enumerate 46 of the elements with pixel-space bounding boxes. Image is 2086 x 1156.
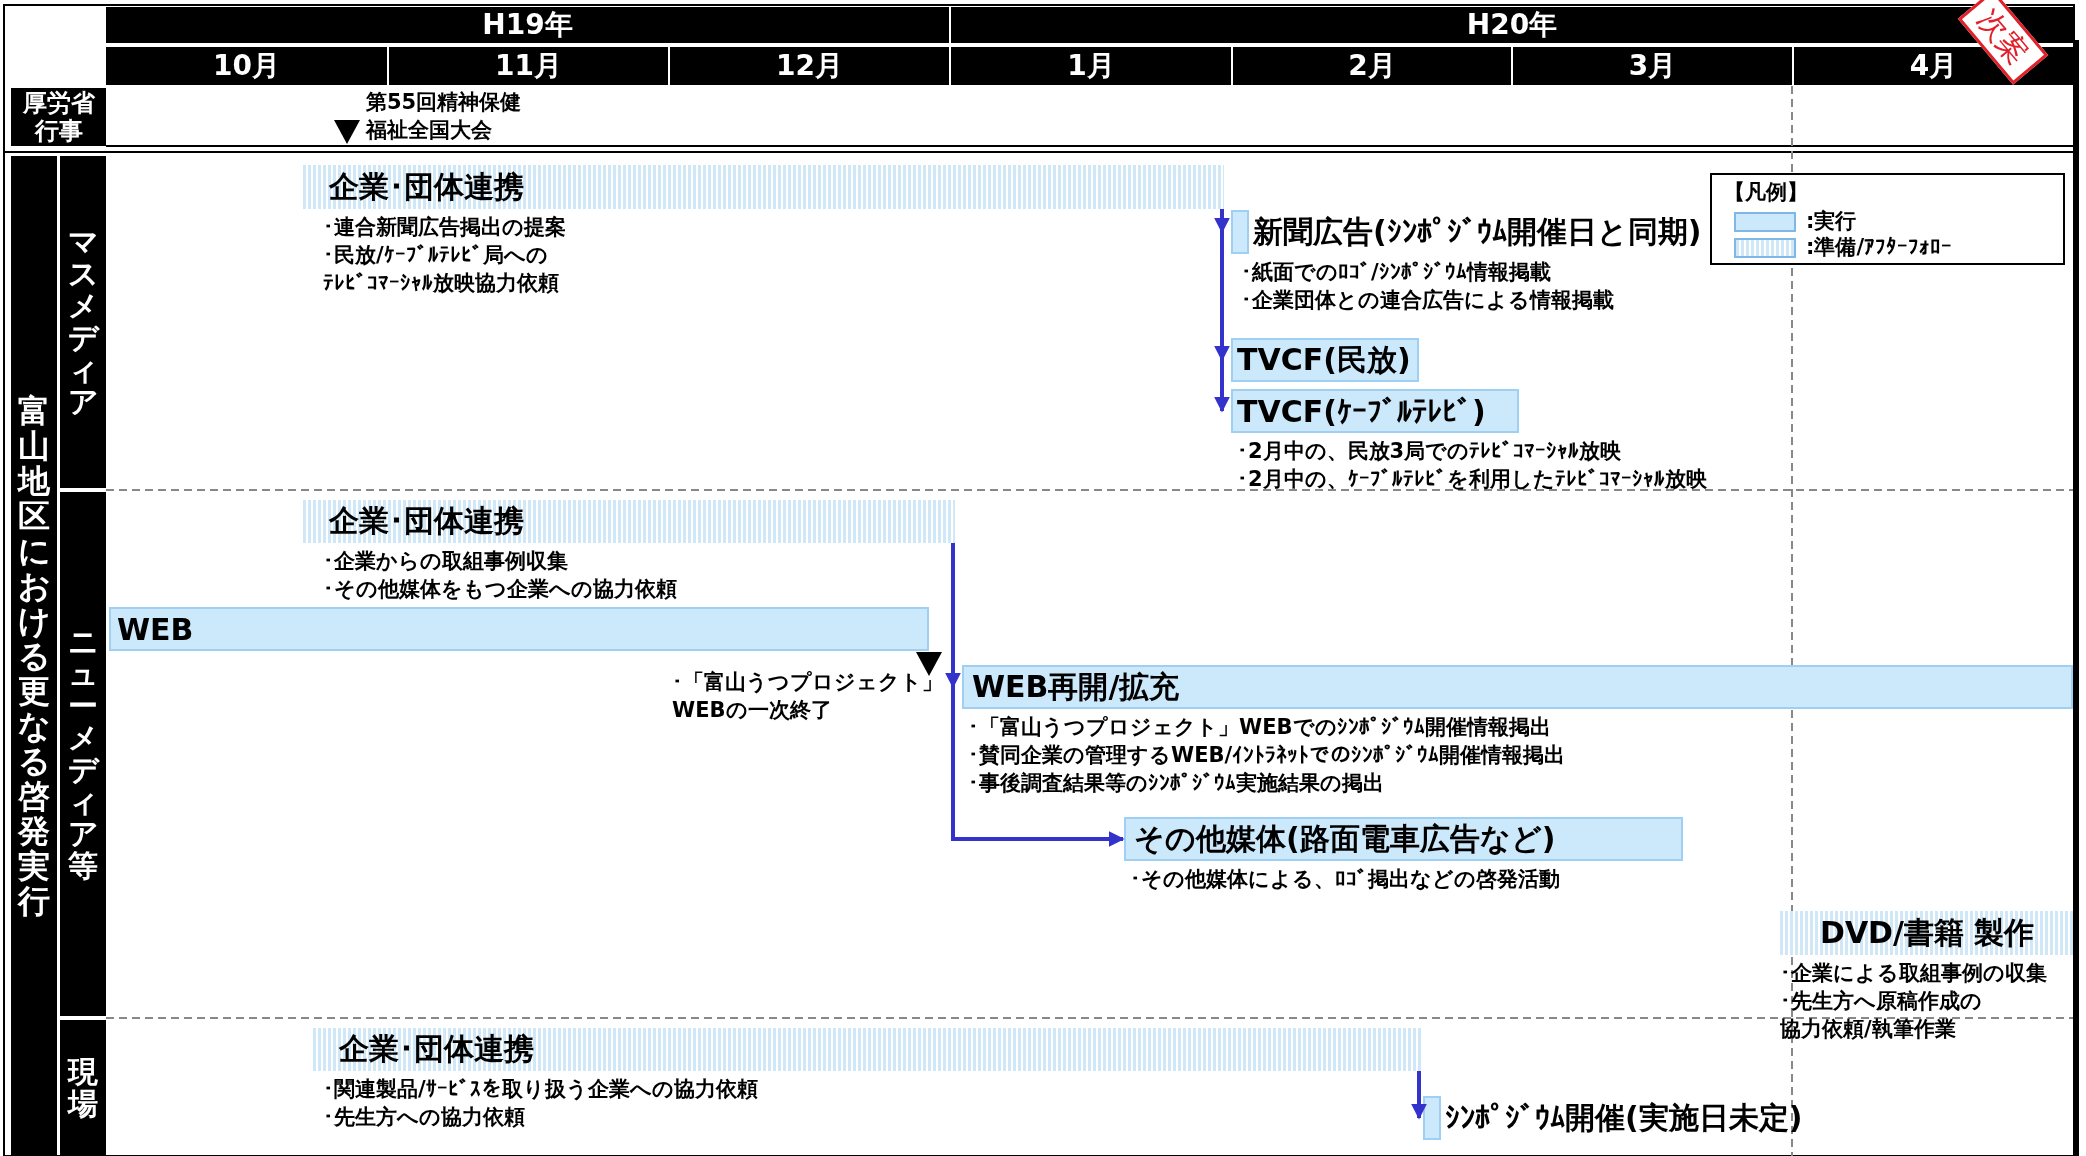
task-title: TVCF(民放) — [1237, 340, 1411, 379]
column-header: 11月 — [389, 47, 668, 85]
bullet-text: ･先生方へ原稿作成の協力依頼/執筆作業 — [1780, 988, 1982, 1043]
task-title: WEB — [117, 611, 194, 647]
column-header: 厚労省行事 — [11, 88, 106, 146]
bullet-text: ･民放/ｹｰﾌﾞﾙﾃﾚﾋﾞ局へのﾃﾚﾋﾞｺﾏｰｼｬﾙ放映協力依頼 — [323, 242, 559, 297]
row-header: ニューメディア等 — [60, 492, 106, 1016]
task-title: 企業･団体連携 — [329, 502, 524, 540]
bullet-text: ･企業からの取組事例収集 — [323, 548, 568, 575]
milestone-note: ･「富山うつプロジェクト」WEBの一次終了 — [672, 669, 943, 724]
task-title: WEB再開/拡充 — [972, 667, 1180, 706]
row-header: 現場 — [60, 1020, 106, 1156]
task-title: DVD/書籍 製作 — [1820, 913, 2035, 952]
legend-title: 【凡例】 — [1724, 179, 1808, 206]
task-title: その他媒体(路面電車広告など) — [1134, 819, 1556, 858]
row-header: 富山地区における更なる啓発実行 — [11, 156, 57, 1156]
bullet-text: ･その他媒体による、ﾛｺﾞ掲出などの啓発活動 — [1130, 866, 1560, 893]
arrow — [951, 543, 1125, 847]
column-header: H19年 — [106, 7, 949, 43]
bullet-text: ･企業団体との連合広告による情報掲載 — [1241, 287, 1614, 314]
bullet-text: ･関連製品/ｻｰﾋﾞｽを取り扱う企業への協力依頼 — [323, 1076, 758, 1103]
bullet-text: ･賛同企業の管理するWEB/ｲﾝﾄﾗﾈｯﾄでのｼﾝﾎﾟｼﾞｳﾑ開催情報掲出 — [968, 742, 1566, 769]
task-title: 企業･団体連携 — [339, 1030, 534, 1068]
bullet-text: ･事後調査結果等のｼﾝﾎﾟｼﾞｳﾑ実施結果の掲出 — [968, 770, 1384, 797]
task-title: 新聞広告(ｼﾝﾎﾟｼﾞｳﾑ開催日と同期) — [1253, 212, 1702, 251]
task-title: TVCF(ｹｰﾌﾞﾙﾃﾚﾋﾞ) — [1237, 393, 1486, 429]
bullet-text: ･連合新聞広告掲出の提案 — [323, 214, 566, 241]
bullet-text: ･先生方への協力依頼 — [323, 1104, 525, 1131]
task-title: ｼﾝﾎﾟｼﾞｳﾑ開催(実施日未定) — [1445, 1098, 1803, 1137]
column-header: 10月 — [106, 47, 387, 85]
bullet-text: ･その他媒体をもつ企業への協力依頼 — [323, 576, 677, 603]
legend-text: :準備/ｱﾌﾀｰﾌｫﾛｰ — [1806, 234, 1953, 261]
row-header: マスメディア — [60, 156, 106, 488]
bullet-text: ･2月中の、ｹｰﾌﾞﾙﾃﾚﾋﾞを利用したﾃﾚﾋﾞｺﾏｰｼｬﾙ放映 — [1237, 466, 1707, 493]
bullet-text: ･紙面でのﾛｺﾞ/ｼﾝﾎﾟｼﾞｳﾑ情報掲載 — [1241, 259, 1551, 286]
column-header: 1月 — [951, 47, 1231, 85]
column-header: 2月 — [1233, 47, 1511, 85]
bullet-text: ･2月中の、民放3局でのﾃﾚﾋﾞｺﾏｰｼｬﾙ放映 — [1237, 438, 1622, 465]
event-note: 第55回精神保健福祉全国大会 — [366, 89, 522, 144]
bullet-text: ･企業による取組事例の収集 — [1780, 960, 2047, 987]
legend-text: :実行 — [1806, 208, 1857, 235]
bullet-text: ･「富山うつプロジェクト」WEBでのｼﾝﾎﾟｼﾞｳﾑ開催情報掲出 — [968, 714, 1551, 741]
column-header: 3月 — [1513, 47, 1792, 85]
column-header: 12月 — [670, 47, 949, 85]
task-title: 企業･団体連携 — [329, 167, 524, 206]
arrow — [1411, 1071, 1427, 1120]
